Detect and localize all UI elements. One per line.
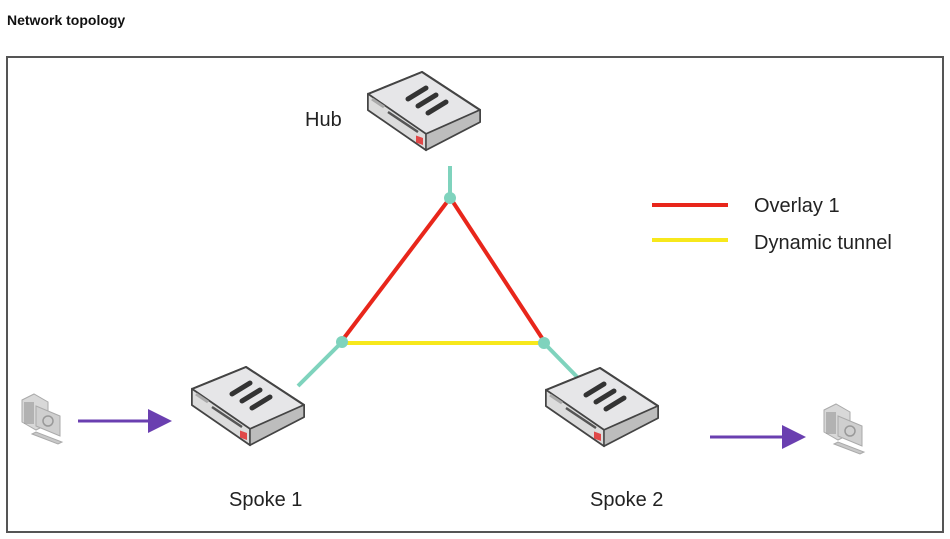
legend: Overlay 1 Dynamic tunnel xyxy=(652,195,892,254)
hub-firewall-icon[interactable] xyxy=(368,72,480,150)
diagram-frame xyxy=(6,56,944,533)
spoke2-label: Spoke 2 xyxy=(590,489,663,511)
spoke1-firewall-icon[interactable] xyxy=(192,367,304,445)
legend-overlay-label: Overlay 1 xyxy=(754,195,840,217)
spoke2-firewall-icon[interactable] xyxy=(546,368,658,446)
hub-label: Hub xyxy=(305,109,342,131)
left-server-icon[interactable] xyxy=(21,393,63,445)
spoke1-access-link xyxy=(296,340,344,388)
overlay-link-hub-spoke2 xyxy=(451,200,544,340)
spoke2-junction-dot xyxy=(538,337,550,349)
spoke1-junction-dot xyxy=(336,336,348,348)
spoke1-label: Spoke 1 xyxy=(229,489,302,511)
right-server-icon[interactable] xyxy=(823,403,865,455)
overlay-link-hub-spoke1 xyxy=(342,200,449,340)
page-title: Network topology xyxy=(7,12,126,28)
legend-dynamic-tunnel-label: Dynamic tunnel xyxy=(754,232,892,254)
hub-junction-dot xyxy=(444,192,456,204)
